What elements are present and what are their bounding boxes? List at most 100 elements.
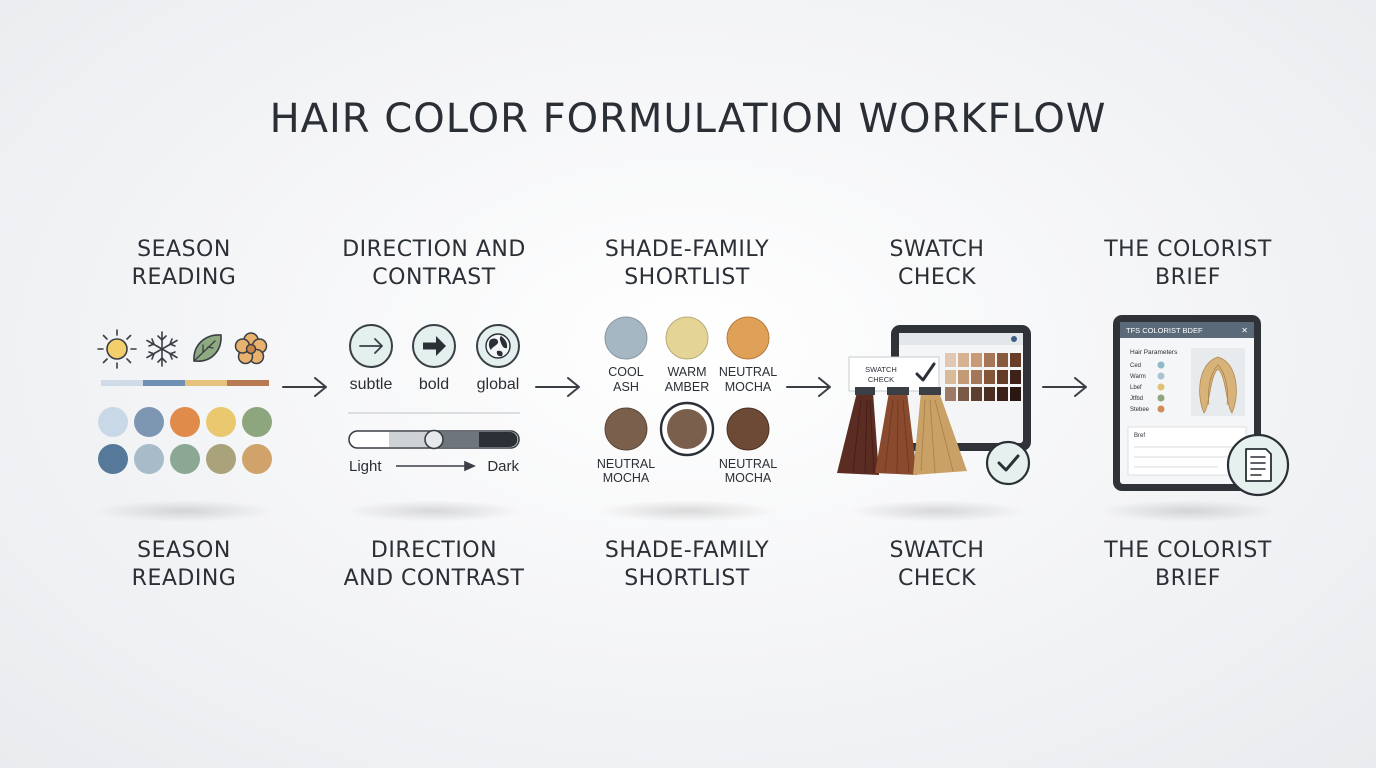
page-title: HAIR COLOR FORMULATION WORKFLOW [269, 96, 1107, 142]
stage-footer: SWATCH CHECK [889, 538, 985, 591]
svg-text:Lbef: Lbef [1130, 385, 1142, 391]
svg-text:Stebee: Stebee [1130, 407, 1150, 413]
grid-swatch [945, 370, 956, 384]
brief-notes[interactable]: Bref [1127, 426, 1247, 476]
stage-shadow [1098, 500, 1278, 522]
svg-text:Warm: Warm [1130, 374, 1146, 380]
hair-strands [837, 387, 967, 475]
stage-footer: DIRECTION AND CONTRAST [343, 538, 525, 591]
grid-swatch [958, 370, 969, 384]
season-swatch-grid [98, 407, 272, 474]
season-swatch [98, 407, 128, 437]
swatch-illustration: SWATCH CHECK [837, 325, 1031, 486]
brief-title: TFS COLORIST BDEF [1126, 326, 1203, 335]
hair-strand [913, 392, 967, 475]
grid-swatch [997, 387, 1008, 401]
season-swatch [242, 407, 272, 437]
stage-heading: SWATCH CHECK [889, 237, 985, 290]
svg-text:SWATCH: SWATCH [865, 365, 897, 374]
slider-right-label: Dark [487, 458, 519, 475]
shade-option[interactable]: NEUTRAL MOCHA [597, 407, 655, 485]
stage-heading: DIRECTION AND CONTRAST [342, 237, 526, 290]
svg-text:COOL: COOL [608, 365, 643, 379]
shade-option[interactable]: COOL ASH [604, 316, 648, 394]
svg-text:ASH: ASH [613, 380, 639, 394]
grid-swatch [945, 353, 956, 367]
season-swatch [170, 407, 200, 437]
svg-text:Ced: Ced [1130, 363, 1141, 369]
grid-swatch [997, 353, 1008, 367]
option-label: global [477, 376, 520, 393]
season-swatch [134, 407, 164, 437]
check-icon [915, 362, 936, 382]
param-title: Hair Parameters [1130, 349, 1178, 356]
season-swatch [206, 444, 236, 474]
param-row: Lbef [1130, 383, 1165, 391]
shade-option[interactable]: NEUTRAL MOCHA [719, 407, 777, 485]
svg-text:NEUTRAL: NEUTRAL [597, 457, 655, 471]
shade-option[interactable]: WARM AMBER [665, 316, 709, 394]
grid-swatch [1010, 370, 1021, 384]
contrast-slider[interactable] [348, 429, 520, 450]
shade-illustration: COOL ASH WARM AMBER NEUTRAL MOCHA NEUTRA… [597, 316, 777, 485]
grid-swatch [984, 387, 995, 401]
grid-swatch [958, 387, 969, 401]
grid-swatch [1010, 387, 1021, 401]
grid-swatch [945, 387, 956, 401]
grid-swatch [1010, 353, 1021, 367]
option-label: subtle [350, 376, 393, 393]
shade-option-selected[interactable] [659, 401, 715, 457]
season-illustration [97, 329, 272, 474]
svg-text:MOCHA: MOCHA [603, 471, 650, 485]
hair-photo [1191, 348, 1245, 416]
slider-thumb[interactable] [424, 429, 444, 450]
season-swatch [170, 444, 200, 474]
bold-arrow-icon [412, 324, 456, 368]
flow-arrow-icon [535, 377, 580, 397]
season-swatch [206, 407, 236, 437]
grid-swatch [984, 353, 995, 367]
flow-arrow-icon [282, 377, 327, 397]
svg-text:NEUTRAL: NEUTRAL [719, 365, 777, 379]
swatch-card: SWATCH CHECK [848, 356, 940, 392]
grid-swatch [971, 353, 982, 367]
grid-swatch [997, 370, 1008, 384]
svg-text:MOCHA: MOCHA [725, 380, 772, 394]
param-row: Warm [1130, 372, 1165, 380]
shade-option[interactable]: NEUTRAL MOCHA [719, 316, 777, 394]
document-icon [1226, 433, 1290, 497]
hair-strand [875, 392, 917, 475]
param-row: Stebee [1130, 405, 1165, 413]
slider-left-label: Light [349, 458, 382, 475]
check-badge-icon [985, 440, 1031, 486]
svg-text:NEUTRAL: NEUTRAL [719, 457, 777, 471]
stage-heading: SEASON READING [131, 237, 237, 290]
svg-text:WARM: WARM [667, 365, 706, 379]
stage-shadow [847, 500, 1027, 522]
grid-swatch [971, 370, 982, 384]
snowflake-icon [146, 331, 178, 367]
hair-strand [837, 392, 879, 475]
flower-icon [234, 332, 268, 365]
stage-footer: THE COLORIST BRIEF [1104, 538, 1272, 591]
sun-icon [97, 329, 137, 369]
flow-arrow-icon [786, 377, 831, 397]
stage-heading: THE COLORIST BRIEF [1104, 237, 1272, 290]
param-row: Jtfbd [1130, 394, 1165, 402]
direction-illustration: subtle bold global Light Dark [348, 324, 520, 475]
season-swatch [98, 444, 128, 474]
stage-footer: SEASON READING [131, 538, 237, 591]
svg-text:Jtfbd: Jtfbd [1130, 396, 1143, 402]
swatch-color-grid [945, 353, 1021, 401]
param-row: Ced [1130, 361, 1165, 369]
stage-shadow [344, 500, 524, 522]
close-icon[interactable]: ✕ [1241, 326, 1248, 335]
svg-text:Bref: Bref [1134, 433, 1145, 439]
stage-footer: SHADE-FAMILY SHORTLIST [604, 538, 770, 591]
flow-arrow-icon [1042, 377, 1087, 397]
grid-swatch [971, 387, 982, 401]
svg-text:AMBER: AMBER [665, 380, 709, 394]
leaf-icon [193, 334, 222, 362]
svg-text:CHECK: CHECK [868, 375, 894, 384]
stage-shadow [94, 500, 274, 522]
